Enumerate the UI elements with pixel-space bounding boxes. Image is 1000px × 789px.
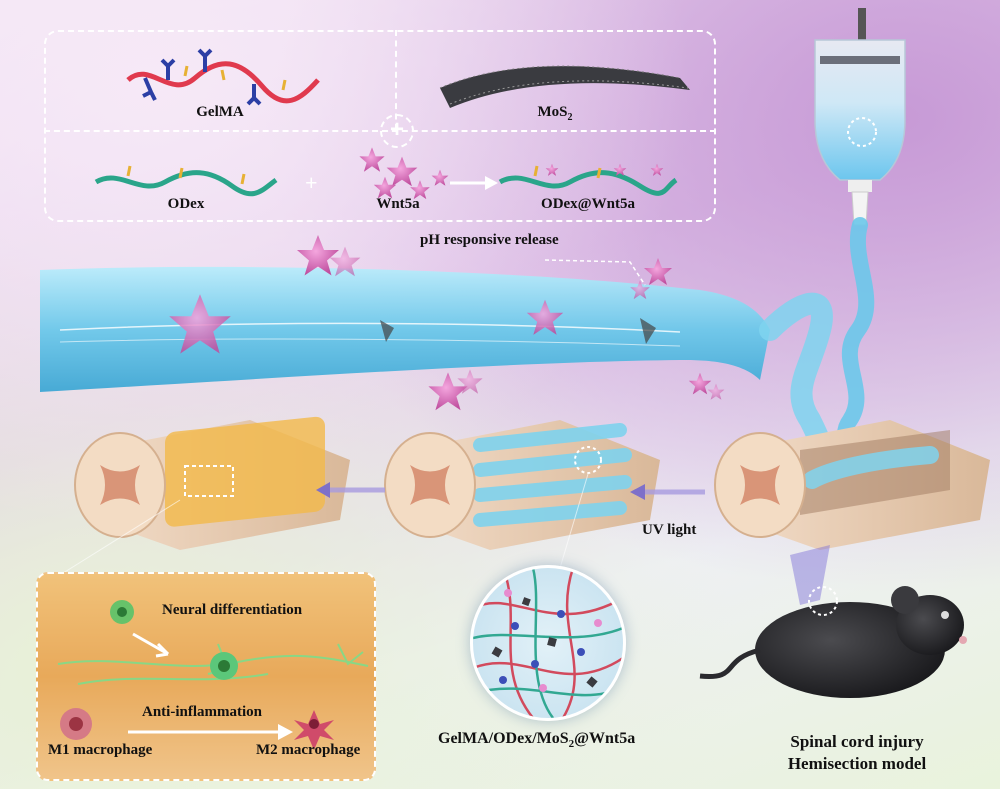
panel-divider-vertical bbox=[395, 30, 397, 130]
arrow-left-icon-1 bbox=[316, 482, 385, 498]
components-panel bbox=[44, 30, 716, 222]
gelma-strand-graphic bbox=[126, 48, 320, 106]
model-label-line1: Spinal cord injury bbox=[790, 732, 924, 751]
odex-strand-graphic bbox=[94, 165, 278, 197]
wnt5a-label: Wnt5a bbox=[376, 196, 420, 212]
arrow-right-icon bbox=[450, 176, 498, 190]
odex-wnt5a-label: ODex@Wnt5a bbox=[541, 196, 635, 212]
ph-release-label: pH responsive release bbox=[420, 232, 559, 248]
hydrogel-network-inset bbox=[470, 565, 626, 721]
combine-plus-icon: + bbox=[380, 114, 414, 148]
mos2-label: MoS2 bbox=[537, 104, 573, 123]
ph-pointer-line bbox=[544, 259, 646, 286]
neural-differentiation-label: Neural differentiation bbox=[162, 602, 303, 618]
odex-label: ODex bbox=[167, 196, 205, 212]
mouse-graphic bbox=[699, 586, 967, 698]
spinal-cord-segment-2 bbox=[384, 420, 660, 550]
m1-macrophage-label: M1 macrophage bbox=[48, 742, 153, 758]
hydrogel-composite-label: GelMA/ODex/MoS2@Wnt5a bbox=[438, 730, 636, 751]
arrow-left-icon-2 bbox=[630, 484, 705, 500]
regeneration-inset: Neural differentiation Anti-inflammation… bbox=[36, 572, 376, 781]
plus-sign: + bbox=[305, 170, 318, 195]
model-label-line2: Hemisection model bbox=[787, 754, 927, 773]
uv-beam-graphic bbox=[790, 545, 830, 605]
spinal-cord-segment-1 bbox=[74, 416, 350, 550]
gelma-label: GelMA bbox=[196, 104, 244, 120]
uv-light-label: UV light bbox=[642, 522, 697, 538]
anti-inflammation-label: Anti-inflammation bbox=[142, 704, 262, 720]
syringe-graphic bbox=[814, 8, 906, 226]
odex-wnt5a-strand-graphic bbox=[498, 163, 678, 196]
mos2-sheet-graphic bbox=[439, 65, 690, 108]
m2-macrophage-label: M2 macrophage bbox=[256, 742, 361, 758]
spinal-cord-segment-3 bbox=[714, 420, 990, 550]
